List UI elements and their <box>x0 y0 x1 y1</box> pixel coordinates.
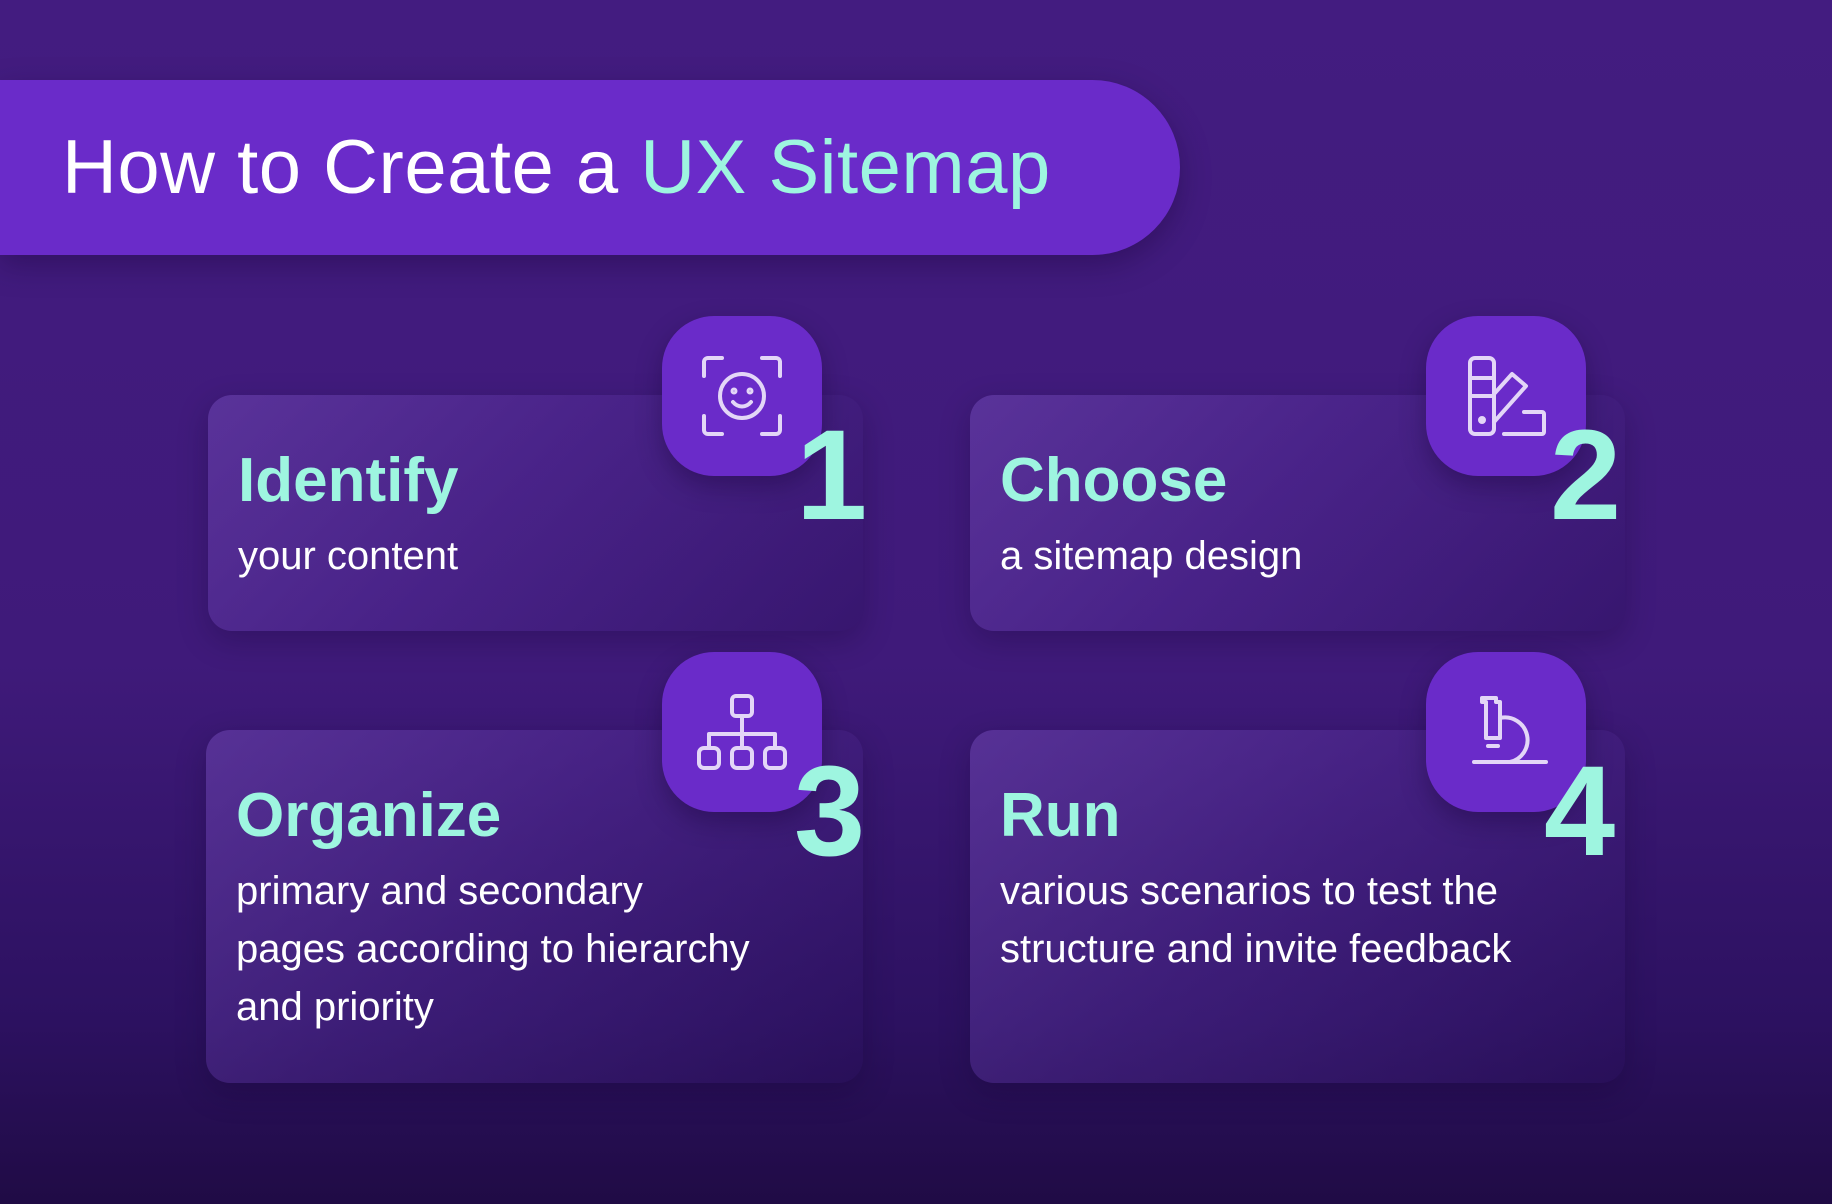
face-scan-icon <box>662 316 822 476</box>
step-heading: Identify <box>238 446 459 515</box>
step-text: your content <box>238 534 459 578</box>
step-number: 4 <box>1544 740 1616 883</box>
color-swatch-icon <box>1426 316 1586 476</box>
page-title: How to Create a UX Sitemap <box>62 124 1051 211</box>
step-number: 1 <box>796 404 868 547</box>
microscope-icon <box>1426 652 1586 812</box>
step-card-run: Run various scenarios to test the struct… <box>970 730 1625 1083</box>
step-heading: Run <box>1000 781 1121 850</box>
sitemap-hierarchy-icon <box>662 652 822 812</box>
title-highlight: UX Sitemap <box>640 125 1051 210</box>
step-text: a sitemap design <box>1000 534 1303 578</box>
step-number: 2 <box>1550 404 1622 547</box>
step-text: primary and secondary pages according to… <box>236 869 750 1029</box>
title-prefix: How to Create a <box>62 125 641 210</box>
step-text: various scenarios to test the structure … <box>1000 869 1512 971</box>
step-number: 3 <box>794 740 866 883</box>
title-banner: How to Create a UX Sitemap <box>0 80 1180 255</box>
step-heading: Choose <box>1000 446 1228 515</box>
step-heading: Organize <box>236 781 502 850</box>
